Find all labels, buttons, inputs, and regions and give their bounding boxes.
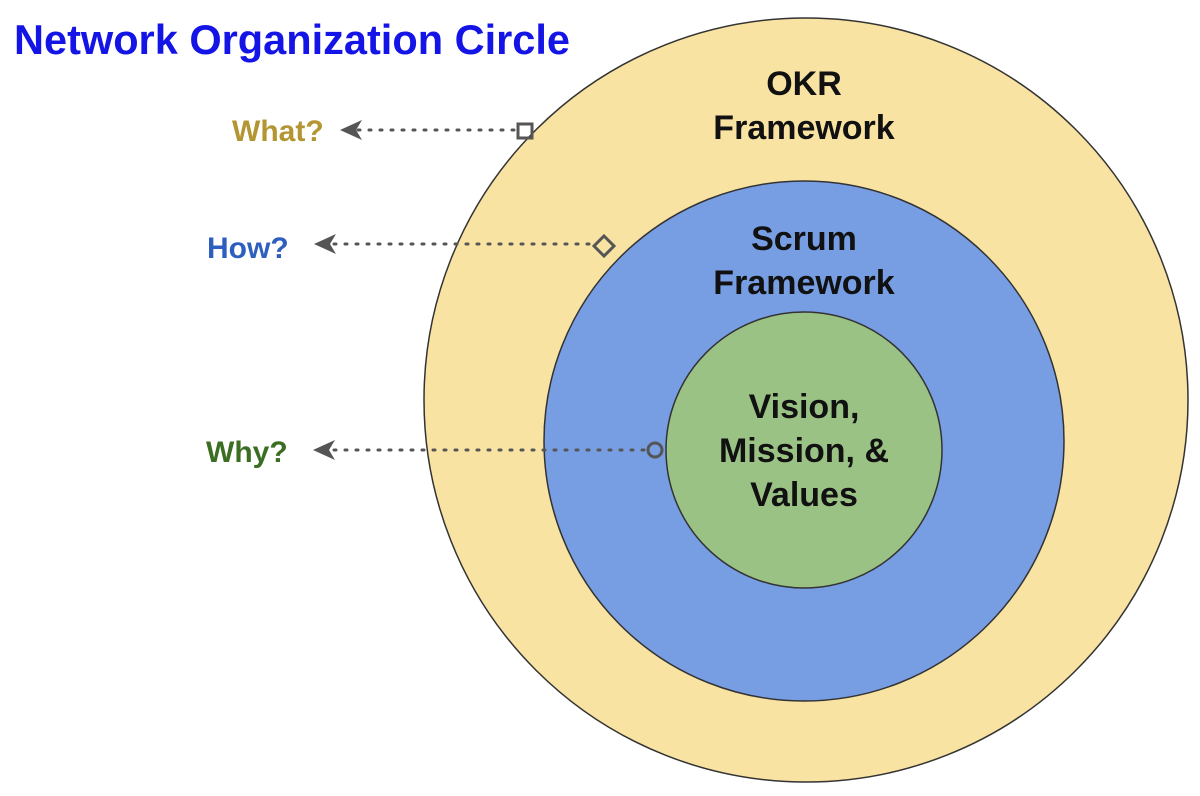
what-label: What? xyxy=(232,115,324,148)
circle-marker xyxy=(646,441,664,459)
inner-ring-vision xyxy=(665,311,943,589)
middle-ring-label-line2: Framework xyxy=(713,264,894,302)
inner-ring-label-line2: Mission, & xyxy=(719,432,889,470)
how-label: How? xyxy=(207,232,289,265)
how-connector xyxy=(314,233,617,259)
page-title: Network Organization Circle xyxy=(14,16,570,63)
outer-ring-label-line2: Framework xyxy=(713,109,894,147)
inner-ring-label-line3: Values xyxy=(750,476,858,514)
why-label: Why? xyxy=(206,436,288,469)
why-arrowhead-icon xyxy=(313,440,335,460)
what-connector xyxy=(340,120,534,140)
inner-ring-label-line1: Vision, xyxy=(749,388,860,426)
why-connector xyxy=(313,440,664,460)
diamond-marker xyxy=(591,233,617,259)
how-arrowhead-icon xyxy=(314,234,336,254)
what-arrowhead-icon xyxy=(340,120,362,140)
square-marker xyxy=(516,122,534,140)
outer-ring-label-line1: OKR xyxy=(766,65,842,103)
middle-ring-label-line1: Scrum xyxy=(751,220,857,258)
